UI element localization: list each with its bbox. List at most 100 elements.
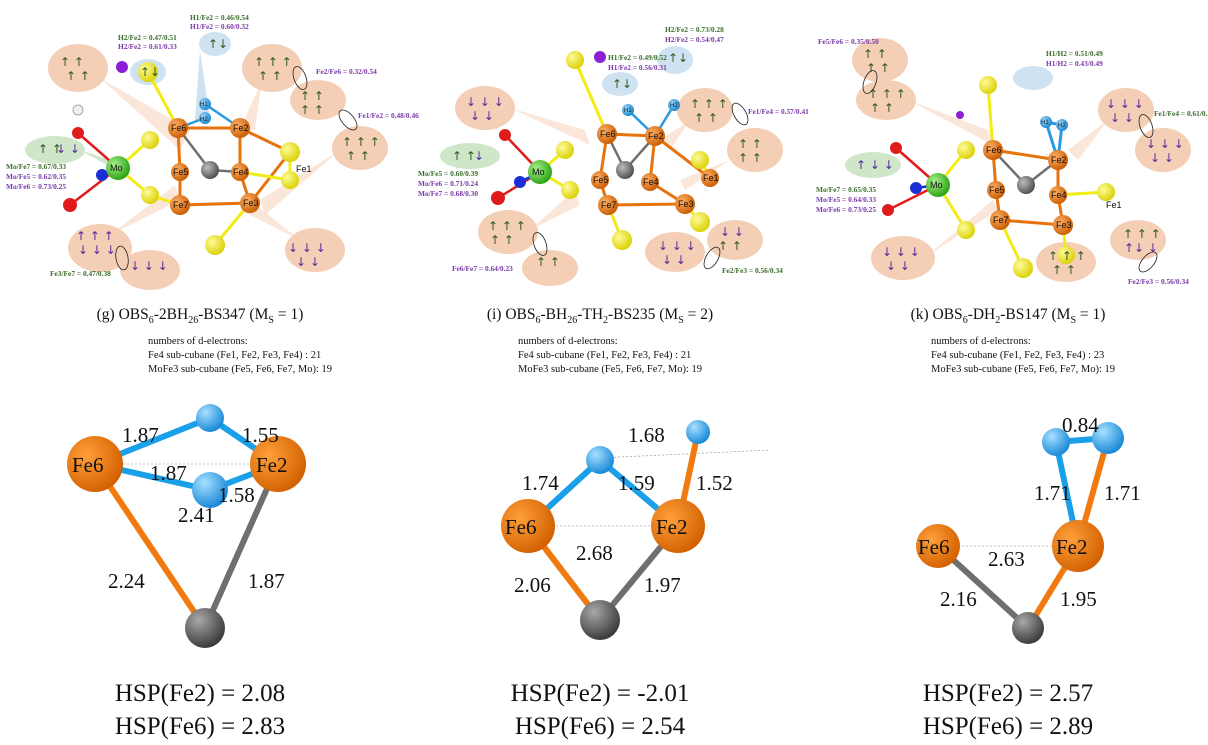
panel-caption: (g) OBS6-2BH26-BS347 (MS = 1)	[96, 306, 304, 327]
svg-text:↑ ↑: ↑ ↑	[536, 255, 560, 269]
orbital-blobs	[852, 38, 1191, 282]
cluster-diagram-k: ↑ ↑↑ ↑ ↑ ↑ ↑↑ ↑ ↓ ↓ ↓↓ ↓ ↓ ↓ ↓↓ ↓ ↓ ↓ ↓↓…	[816, 37, 1208, 286]
overlap-label: H1/Fe2 = 0.56/0.31	[608, 63, 667, 72]
svg-text:↓ ↓: ↓ ↓	[886, 259, 910, 273]
overlap-label: Mo/Fe6 = 0.73/0.25	[6, 182, 66, 191]
svg-text:↑ ↑ ↑: ↑ ↑ ↑	[76, 229, 114, 243]
cluster-diagram-i: ↓ ↓ ↓↓ ↓ ↑ ↑ ↑↑ ↑ ↑ ↑↑ ↑ ↑ ↑ ↑↑ ↑ ↑ ↑ ↓ …	[418, 25, 809, 286]
hsp-fe6: HSP(Fe6) = 2.89	[922, 713, 1094, 740]
spin-arrows: ↑ ↑↑ ↑ ↑ ↑ ↑↑ ↑ ↓ ↓ ↓↓ ↓ ↓ ↓ ↓↓ ↓ ↓ ↓ ↓↓…	[856, 47, 1184, 277]
bond-length-label: 1.58	[218, 483, 255, 507]
orbital-blob-mo	[440, 143, 500, 169]
svg-text:↓ ↓ ↓: ↓ ↓ ↓	[1146, 137, 1184, 151]
bond-length-label: 2.63	[988, 547, 1025, 571]
overlap-label: H2/Fe2 = 0.47/0.51	[118, 33, 177, 42]
svg-text:↓ ↓: ↓ ↓	[470, 109, 494, 123]
svg-text:↑ ↑: ↑ ↑	[452, 149, 476, 163]
svg-text:↓ ↓ ↓: ↓ ↓ ↓	[466, 95, 504, 109]
svg-text:↓ ↓ ↓: ↓ ↓ ↓	[288, 241, 326, 255]
atom-label-fe2: Fe2	[656, 515, 688, 539]
svg-text:↑ ↑: ↑ ↑	[300, 103, 324, 117]
bond-length-label: 1.68	[628, 423, 665, 447]
overlap-label: Mo/Fe7 = 0.65/0.35	[816, 185, 876, 194]
atom-labels: Fe6 Fe2 Fe5 Fe4 Fe7 Fe3 Fe1 Mo H1 H2	[110, 102, 312, 210]
atom-label-fe1: Fe1	[703, 173, 719, 183]
svg-text:↑ ↑: ↑ ↑	[60, 55, 84, 69]
atom-label-fe2: Fe2	[256, 453, 288, 477]
atom-label-fe2: Fe2	[648, 131, 664, 141]
orbital-blobs-h	[1013, 66, 1053, 90]
overlap-label: H1/H2 = 0.43/0.49	[1046, 59, 1103, 68]
bond-length-label: 1.87	[248, 569, 285, 593]
svg-text:↑ ↑: ↑ ↑	[1052, 263, 1076, 277]
svg-text:↑↓: ↑↓	[140, 65, 160, 79]
bond-length-label: 1.52	[696, 471, 733, 495]
hsp-fe2: HSP(Fe2) = 2.57	[922, 680, 1094, 707]
orbital-blob-mo	[845, 152, 901, 178]
overlap-label: H2/Fe2 = 0.73/0.28	[665, 25, 724, 34]
svg-text:↑ ↑ ↑: ↑ ↑ ↑	[868, 87, 906, 101]
atom-label-h2: H2	[1058, 123, 1066, 129]
overlap-label: H1/Fe2 = 0.60/0.32	[190, 22, 249, 31]
overlap-label: H1/Fe2 = 0.49/0.52	[608, 53, 667, 62]
atom-label-fe1: Fe1	[1106, 200, 1122, 210]
svg-text:↑ ↑ ↑: ↑ ↑ ↑	[1048, 249, 1086, 263]
atom-label-h1: H1	[1041, 120, 1049, 126]
svg-text:↑ ↑: ↑ ↑	[863, 47, 887, 61]
bond-length-label: 1.97	[644, 573, 681, 597]
atom-label-fe6: Fe6	[171, 123, 187, 133]
panel-g: ↑ ↑↑ ↑ ↑ ↑ ↑↑ ↑ ↑ ↑↑ ↑ ↑ ↑ ↑↑ ↑ ↑↓↑↓ ↑ ↑…	[0, 0, 419, 745]
d-electron-info: numbers of d-electrons: Fe4 sub-cubane (…	[931, 336, 1116, 375]
atom-label-fe5: Fe5	[989, 185, 1005, 195]
svg-text:↑ ↑ ↑: ↑ ↑ ↑	[690, 97, 728, 111]
atom-label-fe1: Fe1	[296, 164, 312, 174]
svg-text:↓: ↓	[474, 149, 484, 163]
svg-text:↓ ↓: ↓ ↓	[662, 253, 686, 267]
atom-label-fe5: Fe5	[173, 167, 189, 177]
atom-label-h2: H2	[670, 103, 678, 109]
atom-label-fe4: Fe4	[1051, 190, 1067, 200]
overlap-label: Fe5/Fe6 = 0.35/0.50	[818, 37, 879, 46]
bond-length-label: 2.06	[514, 573, 551, 597]
atom-label-fe3: Fe3	[1056, 220, 1072, 230]
overlap-label: Mo/Fe5 = 0.64/0.33	[816, 195, 876, 204]
svg-text:↑ ↑: ↑ ↑	[738, 151, 762, 165]
svg-text:↓ ↓ ↓: ↓ ↓ ↓	[1106, 97, 1144, 111]
svg-text:↑ ↑: ↑ ↑	[38, 142, 62, 156]
d-electron-info: numbers of d-electrons: Fe4 sub-cubane (…	[518, 336, 703, 375]
d-electron-info: numbers of d-electrons: Fe4 sub-cubane (…	[148, 336, 333, 375]
hsp-fe6: HSP(Fe6) = 2.54	[514, 713, 686, 740]
overlap-label: H2/Fe2 = 0.61/0.33	[118, 42, 177, 51]
atoms	[63, 61, 300, 255]
hsp-fe6: HSP(Fe6) = 2.83	[114, 713, 286, 740]
bond-length-label: 1.71	[1104, 481, 1141, 505]
geometry-diagram-g: Fe6 Fe2 1.87 1.55 1.87 1.58 2.41 2.24 1.…	[67, 404, 306, 648]
overlap-label: Fe2/Fe3 = 0.56/0.34	[722, 266, 783, 275]
geometry-diagram-i: Fe6 Fe2 1.68 1.74 1.59 1.52 2.68 2.06 1.…	[501, 420, 771, 640]
overlap-label: Mo/Fe6 = 0.73/0.25	[816, 205, 876, 214]
atom-label-h2: H2	[200, 117, 208, 123]
svg-text:↑↓ ↓: ↑↓ ↓	[1124, 241, 1158, 255]
atom-label-fe6: Fe6	[505, 515, 537, 539]
bond-length-label: 1.74	[522, 471, 559, 495]
overlap-label: Fe3/Fe7 = 0.47/0.38	[50, 269, 111, 278]
overlap-label: Fe1/Fe4 = 0.57/0.41	[748, 107, 809, 116]
panel-i: ↓ ↓ ↓↓ ↓ ↑ ↑ ↑↑ ↑ ↑ ↑↑ ↑ ↑ ↑ ↑↑ ↑ ↑ ↑ ↓ …	[400, 0, 809, 745]
svg-text:↑ ↑: ↑ ↑	[718, 239, 742, 253]
svg-text:↑ ↑: ↑ ↑	[870, 101, 894, 115]
bond-length-label: 1.71	[1034, 481, 1071, 505]
panel-k: ↑ ↑↑ ↑ ↑ ↑ ↑↑ ↑ ↓ ↓ ↓↓ ↓ ↓ ↓ ↓↓ ↓ ↓ ↓ ↓↓…	[808, 0, 1208, 745]
overlap-label: Fe6/Fe7 = 0.64/0.23	[452, 264, 513, 273]
atom-label-fe6: Fe6	[986, 145, 1002, 155]
bond-length-label: 2.41	[178, 503, 215, 527]
atom-label-fe3: Fe3	[678, 199, 694, 209]
atom-label-fe2: Fe2	[1051, 155, 1067, 165]
atom-label-fe2: Fe2	[233, 123, 249, 133]
svg-text:↑ ↑: ↑ ↑	[738, 137, 762, 151]
atom-label-fe2: Fe2	[1056, 535, 1088, 559]
overlap-label: Mo/Fe7 = 0.67/0.33	[6, 162, 66, 171]
atom-label-fe4: Fe4	[233, 167, 249, 177]
svg-text:↑↓: ↑↓	[612, 77, 632, 91]
overlap-label: Fe2/Fe6 = 0.32/0.54	[316, 67, 377, 76]
spin-arrows: ↓ ↓ ↓↓ ↓ ↑ ↑ ↑↑ ↑ ↑ ↑↑ ↑ ↑ ↑ ↑↑ ↑ ↑ ↑ ↓ …	[452, 51, 762, 269]
